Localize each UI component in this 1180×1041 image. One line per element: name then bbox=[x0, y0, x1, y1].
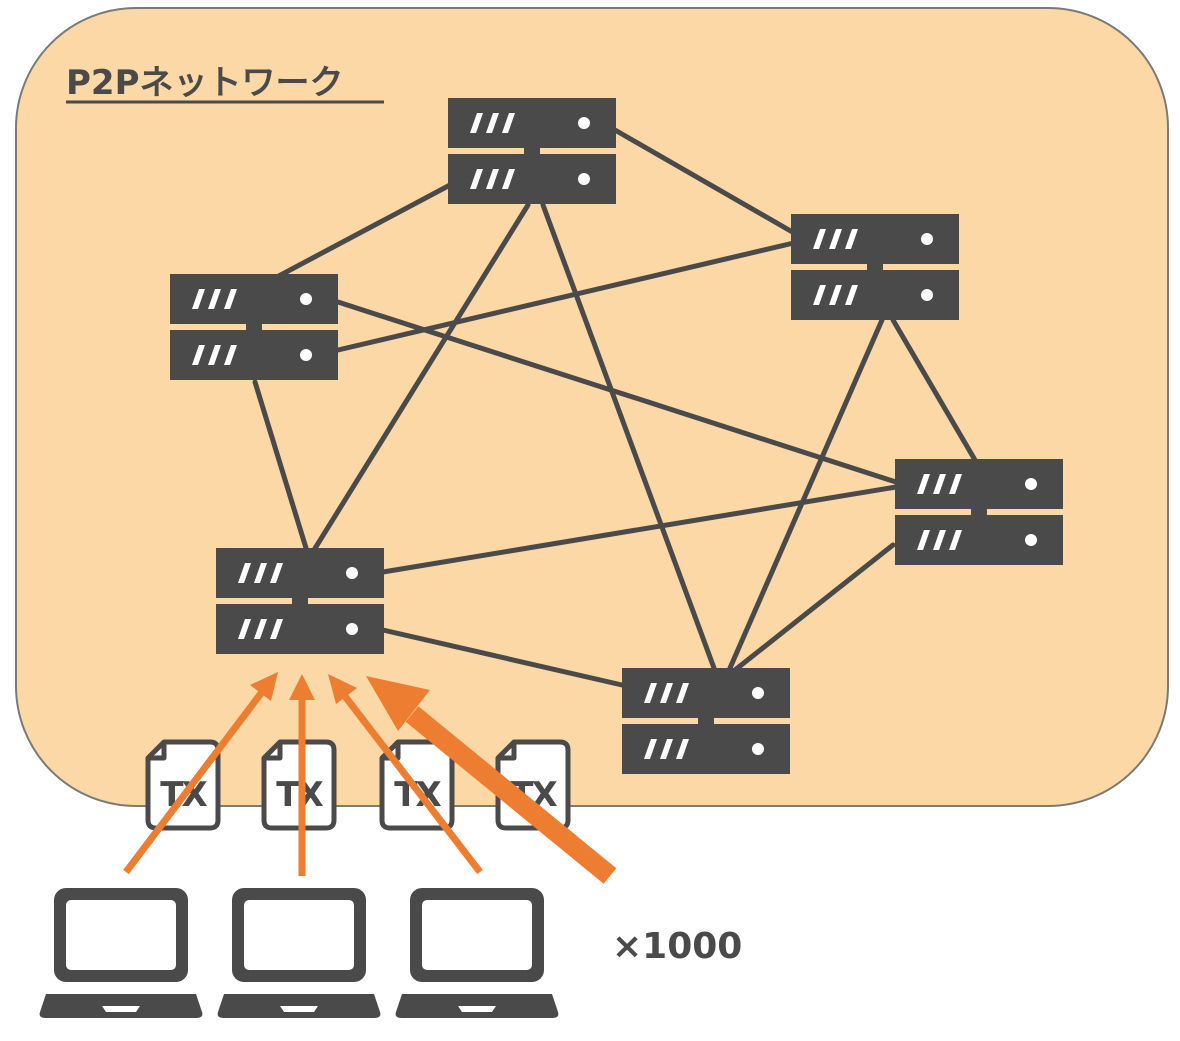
tx-arrows bbox=[123, 672, 617, 884]
link bbox=[380, 484, 899, 575]
link bbox=[335, 299, 899, 485]
link bbox=[311, 202, 531, 553]
link bbox=[727, 317, 885, 671]
link bbox=[252, 379, 309, 551]
laptop-icon bbox=[395, 888, 559, 1018]
link bbox=[380, 627, 625, 688]
link bbox=[272, 182, 453, 281]
page-title: P2Pネットワーク bbox=[66, 63, 344, 103]
link bbox=[335, 235, 818, 353]
multiplier-label: ×1000 bbox=[612, 926, 742, 967]
arrow-head bbox=[289, 674, 315, 700]
link bbox=[890, 317, 978, 463]
laptop-icon bbox=[217, 888, 381, 1018]
arrow-head bbox=[328, 674, 357, 704]
arrow-head-bulk bbox=[366, 676, 430, 731]
link bbox=[612, 127, 818, 248]
arrow-head bbox=[250, 672, 278, 701]
laptop-icon bbox=[39, 888, 203, 1018]
link bbox=[540, 202, 717, 671]
link bbox=[732, 542, 896, 673]
tx-document-icon: TX bbox=[148, 742, 218, 828]
arrow bbox=[341, 692, 483, 875]
arrow-bulk bbox=[405, 706, 617, 884]
network-links bbox=[252, 127, 978, 688]
arrow bbox=[123, 689, 265, 875]
